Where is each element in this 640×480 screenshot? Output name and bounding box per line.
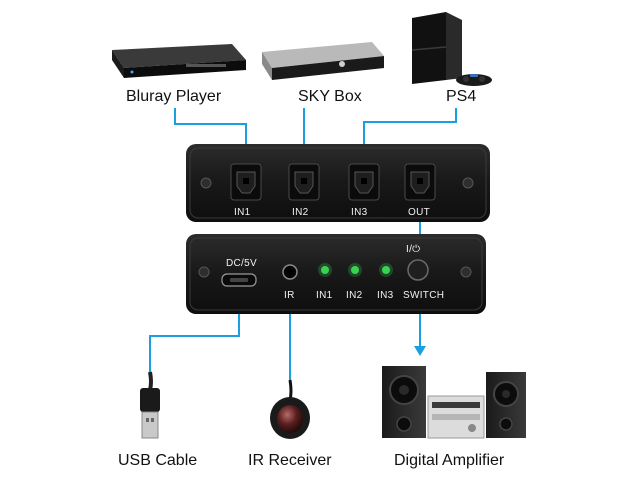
optical-ports xyxy=(230,163,436,201)
usb-cable-icon xyxy=(140,371,160,439)
led-in2 xyxy=(351,266,359,274)
label-bluray-player: Bluray Player xyxy=(126,88,222,105)
optical-port-in2[interactable] xyxy=(288,163,320,201)
dc-label: DC/5V xyxy=(226,258,257,269)
port-label-out: OUT xyxy=(408,207,431,218)
led-label-in1: IN1 xyxy=(316,290,333,301)
screw-icon xyxy=(460,266,472,278)
power-switch-button[interactable] xyxy=(407,259,429,281)
screw-icon xyxy=(200,177,212,189)
port-label-in1: IN1 xyxy=(234,207,251,218)
optical-port-out[interactable] xyxy=(404,163,436,201)
label-ps4: PS4 xyxy=(446,88,477,105)
switch-label: SWITCH xyxy=(403,290,445,301)
led-label-in2: IN2 xyxy=(346,290,363,301)
screw-icon xyxy=(462,177,474,189)
led-in1 xyxy=(321,266,329,274)
front-panel xyxy=(186,234,486,314)
label-usb-cable: USB Cable xyxy=(118,452,198,469)
screw-icon xyxy=(198,266,210,278)
power-label: I/⏻ xyxy=(406,244,421,255)
digital-amplifier-icon xyxy=(382,366,526,439)
led-label-in3: IN3 xyxy=(377,290,394,301)
optical-port-in1[interactable] xyxy=(230,163,262,201)
led-in3 xyxy=(382,266,390,274)
status-leds xyxy=(318,263,393,277)
sky-box-icon xyxy=(262,42,384,80)
optical-port-in3[interactable] xyxy=(348,163,380,201)
label-sky-box: SKY Box xyxy=(298,88,362,105)
ir-receiver-icon xyxy=(270,379,310,439)
label-digital-amplifier: Digital Amplifier xyxy=(394,452,505,469)
port-label-in3: IN3 xyxy=(351,207,368,218)
label-ir-receiver: IR Receiver xyxy=(248,452,332,469)
bluray-player-icon xyxy=(112,44,246,78)
ir-label: IR xyxy=(284,290,295,301)
ps4-icon xyxy=(411,12,492,86)
port-label-in2: IN2 xyxy=(292,207,309,218)
